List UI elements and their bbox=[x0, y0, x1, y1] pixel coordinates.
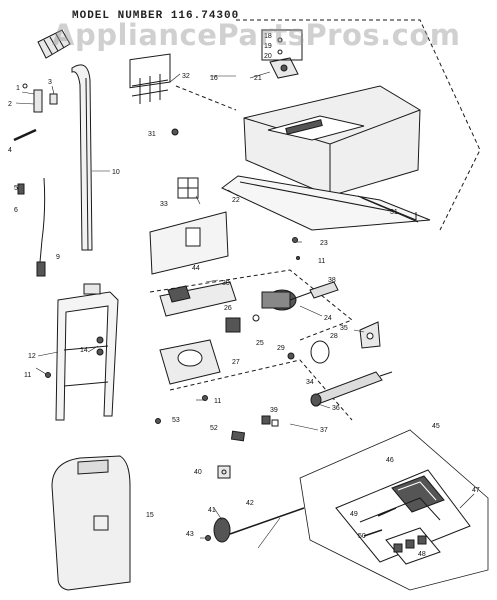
callout-4: 4 bbox=[8, 147, 12, 154]
callout-9: 9 bbox=[56, 254, 60, 261]
base-plate[interactable] bbox=[221, 175, 431, 231]
callout-45: 45 bbox=[432, 423, 440, 430]
callout-19: 19 bbox=[264, 43, 272, 50]
callout-3: 3 bbox=[48, 79, 52, 86]
motor-bracket[interactable] bbox=[159, 281, 237, 317]
clip-52[interactable] bbox=[230, 430, 246, 442]
belt-25[interactable] bbox=[310, 340, 330, 364]
bag-cover[interactable] bbox=[51, 455, 131, 591]
callout-11-left: 11 bbox=[24, 372, 31, 379]
callout-1: 1 bbox=[16, 85, 20, 92]
screw-23[interactable] bbox=[292, 237, 298, 243]
handle-frame-assembly[interactable] bbox=[45, 283, 119, 421]
callout-43: 43 bbox=[186, 531, 194, 538]
end-cap-parts[interactable] bbox=[155, 415, 279, 427]
callout-30: 30 bbox=[222, 280, 230, 287]
fan-housing[interactable] bbox=[159, 339, 221, 401]
callout-41: 41 bbox=[208, 507, 216, 514]
fan-26[interactable] bbox=[225, 314, 260, 333]
callout-15: 15 bbox=[146, 512, 154, 519]
brush-28[interactable] bbox=[309, 281, 339, 299]
callout-40: 40 bbox=[194, 469, 202, 476]
callout-44: 44 bbox=[192, 265, 200, 272]
filter-grid-small[interactable] bbox=[177, 177, 199, 199]
callout-26: 26 bbox=[224, 305, 232, 312]
screw-29[interactable] bbox=[287, 352, 295, 360]
callout-20: 20 bbox=[264, 53, 272, 60]
handle-tube[interactable] bbox=[71, 64, 93, 251]
washer-11[interactable] bbox=[296, 256, 300, 260]
callout-18: 18 bbox=[264, 33, 272, 40]
watermark-text: AppliancePartsPros.com bbox=[52, 18, 461, 52]
callout-39: 39 bbox=[270, 407, 278, 414]
callout-34: 34 bbox=[306, 379, 314, 386]
callout-33: 33 bbox=[160, 201, 168, 208]
callout-42: 42 bbox=[246, 500, 254, 507]
side-panel[interactable] bbox=[149, 211, 229, 275]
callout-49: 49 bbox=[350, 511, 358, 518]
handle-grip[interactable] bbox=[37, 29, 71, 59]
callout-6: 6 bbox=[14, 207, 18, 214]
callout-24: 24 bbox=[324, 315, 332, 322]
callout-21: 21 bbox=[254, 75, 262, 82]
clip-40[interactable] bbox=[217, 465, 231, 479]
callout-29: 29 bbox=[277, 345, 285, 352]
callout-11-low: 11 bbox=[214, 398, 221, 405]
callout-32: 32 bbox=[182, 73, 190, 80]
callout-16: 16 bbox=[210, 75, 218, 82]
callout-52: 52 bbox=[210, 425, 218, 432]
callout-23: 23 bbox=[320, 240, 328, 247]
callout-36: 36 bbox=[332, 405, 340, 412]
callout-46: 46 bbox=[386, 457, 394, 464]
bracket-35[interactable] bbox=[359, 321, 381, 349]
callout-5: 5 bbox=[14, 185, 18, 192]
handle-bracket[interactable] bbox=[22, 83, 58, 113]
callout-48: 48 bbox=[418, 551, 426, 558]
screw-part[interactable] bbox=[17, 183, 25, 195]
callout-22: 22 bbox=[232, 197, 240, 204]
cord-part[interactable] bbox=[36, 177, 46, 277]
bolt-part[interactable] bbox=[13, 128, 37, 142]
callout-14: 14 bbox=[80, 347, 88, 354]
nozzle-base-assembly[interactable] bbox=[299, 429, 489, 591]
callout-11-mid: 11 bbox=[318, 258, 325, 265]
callout-31-left: 31 bbox=[148, 131, 156, 138]
callout-10: 10 bbox=[112, 169, 120, 176]
callout-12: 12 bbox=[28, 353, 36, 360]
callout-50: 50 bbox=[358, 533, 366, 540]
side-rod[interactable] bbox=[357, 195, 419, 223]
callout-38-top: 38 bbox=[328, 277, 336, 284]
brush-roll[interactable] bbox=[310, 371, 393, 407]
screw-31[interactable] bbox=[171, 128, 179, 136]
callout-31-right: 31 bbox=[390, 209, 398, 216]
wheel-axle[interactable] bbox=[205, 507, 305, 543]
switch-detail-inset bbox=[261, 29, 303, 61]
callout-27: 27 bbox=[232, 359, 240, 366]
callout-53: 53 bbox=[172, 417, 180, 424]
model-number-label: MODEL NUMBER 116.74300 bbox=[72, 10, 240, 22]
callout-2: 2 bbox=[8, 101, 12, 108]
callout-35: 35 bbox=[340, 325, 348, 332]
callout-labels: 1 2 3 4 5 6 9 10 11 11 11 12 14 15 16 18… bbox=[8, 33, 480, 558]
motor-hood[interactable] bbox=[243, 57, 421, 197]
callout-28: 28 bbox=[330, 333, 338, 340]
callout-47: 47 bbox=[472, 487, 480, 494]
callout-25: 25 bbox=[256, 340, 264, 347]
motor[interactable] bbox=[261, 289, 313, 311]
filter-grid-top[interactable] bbox=[129, 53, 171, 104]
callout-37: 37 bbox=[320, 427, 328, 434]
